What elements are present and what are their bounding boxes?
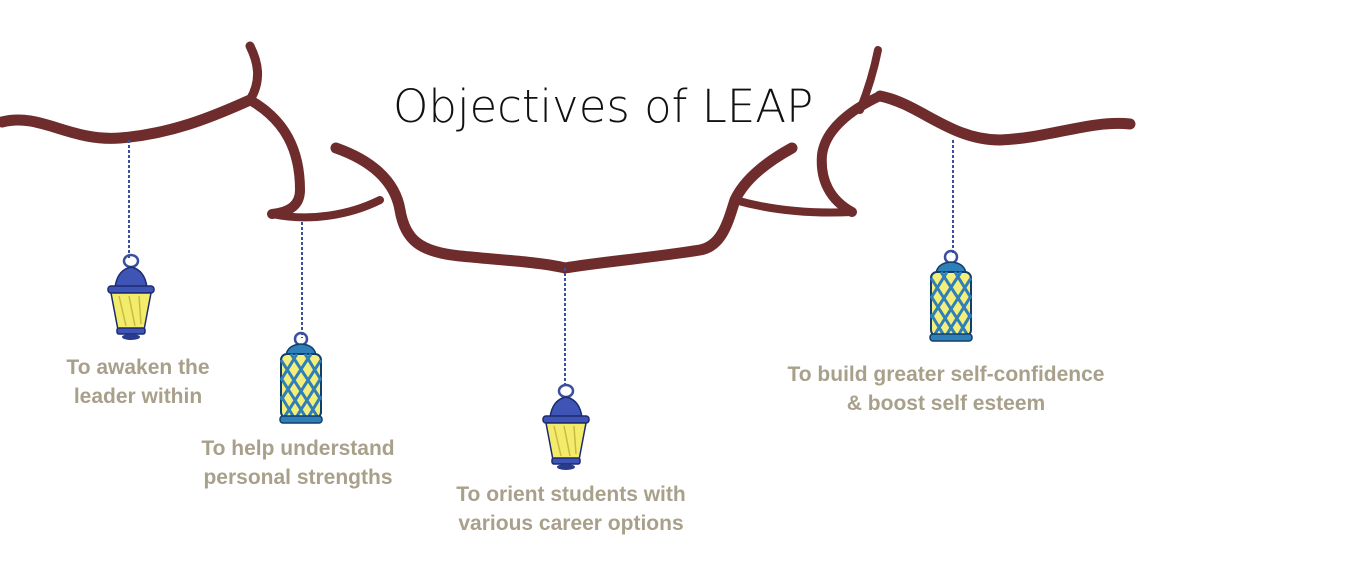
objective-2-line-1: To help understand (201, 437, 395, 460)
objective-4: To build greater self-confidence & boost… (748, 360, 1144, 418)
objective-4-line-2: & boost self esteem (846, 392, 1046, 415)
objective-2: To help understand personal strengths (178, 434, 418, 492)
branch-right (874, 90, 1136, 146)
objective-2-line-2: personal strengths (203, 466, 393, 489)
branch-right-down (731, 196, 856, 217)
branch-right-spike (856, 46, 882, 114)
bell-lantern-icon (106, 253, 156, 342)
objective-4-line-1: To build greater self-confidence (787, 363, 1105, 386)
branch-left-twig (268, 196, 384, 222)
objective-1-line-1: To awaken the (66, 356, 210, 379)
branch-left-upper (245, 41, 262, 105)
objective-3-line-2: various career options (458, 512, 684, 535)
objective-1-line-2: leader within (73, 385, 203, 408)
tree-branches (0, 41, 1136, 274)
objective-3-line-1: To orient students with (456, 483, 686, 506)
cage-lantern-icon (278, 331, 324, 425)
branch-center (330, 142, 798, 274)
branch-left (0, 94, 256, 144)
bell-lantern-icon (541, 383, 591, 472)
branch-right-upper (816, 91, 885, 217)
branch-left-down (245, 95, 305, 219)
page-title: Objectives of LEAP (393, 80, 814, 133)
objective-1: To awaken the leader within (38, 353, 238, 411)
chains (128, 140, 954, 388)
objective-3: To orient students with various career o… (420, 480, 722, 538)
cage-lantern-icon (928, 249, 974, 343)
